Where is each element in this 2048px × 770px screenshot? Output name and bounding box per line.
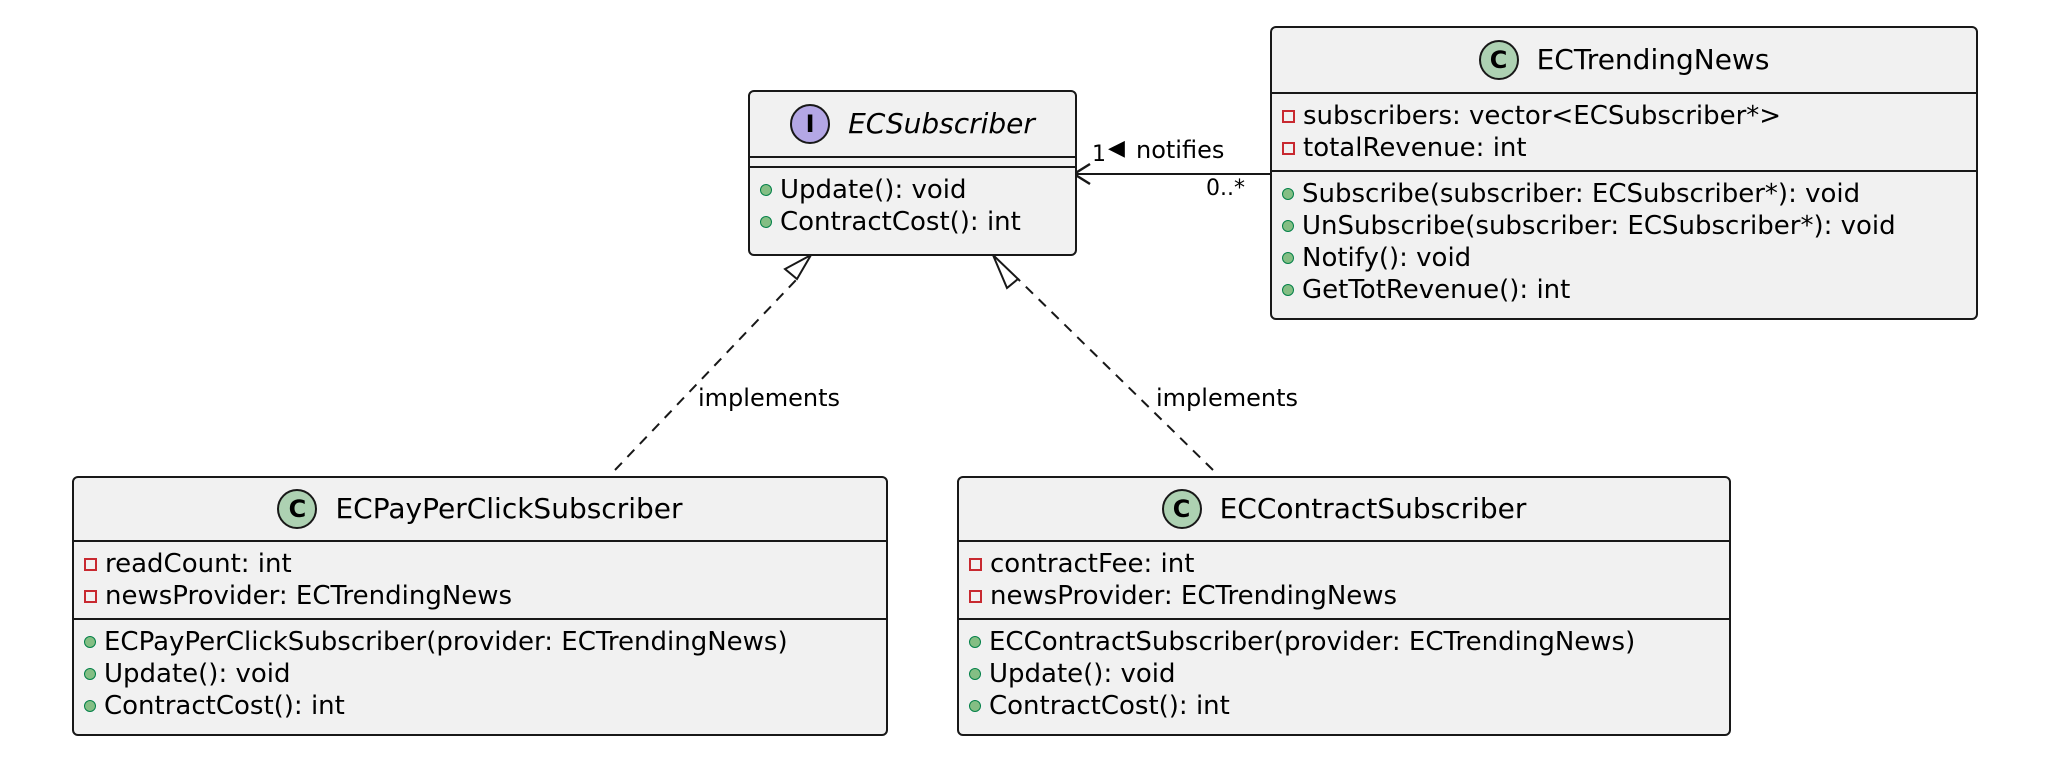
attributes-section (750, 158, 1075, 168)
attribute-text: newsProvider: ECTrendingNews (105, 581, 513, 611)
class-header-ectrendingnews: C ECTrendingNews (1272, 28, 1976, 94)
implements-left-label: implements (698, 384, 840, 412)
attributes-section: subscribers: vector<ECSubscriber*> total… (1272, 94, 1976, 172)
notifies-source-multiplicity: 0..* (1206, 176, 1245, 201)
method-row: ECPayPerClickSubscriber(provider: ECTren… (74, 626, 886, 658)
private-visibility-icon (84, 589, 97, 603)
method-text: ContractCost(): int (780, 207, 1021, 237)
method-text: Notify(): void (1302, 243, 1472, 273)
class-name: ECPayPerClickSubscriber (335, 492, 683, 525)
class-badge-icon: C (1478, 40, 1519, 80)
attributes-section: readCount: int newsProvider: ECTrendingN… (74, 542, 886, 620)
method-row: Subscribe(subscriber: ECSubscriber*): vo… (1272, 178, 1976, 210)
public-visibility-icon (969, 636, 981, 648)
implements-right-label: implements (1156, 384, 1298, 412)
class-header-ecsubscriber: I ECSubscriber (750, 92, 1075, 158)
public-visibility-icon (1282, 220, 1294, 232)
attribute-row: totalRevenue: int (1272, 132, 1976, 164)
method-row: Notify(): void (1272, 242, 1976, 274)
class-header-eccontractsubscriber: C ECContractSubscriber (959, 478, 1729, 542)
public-visibility-icon (1282, 252, 1294, 264)
private-visibility-icon (1282, 141, 1295, 155)
class-box-eccontractsubscriber[interactable]: C ECContractSubscriber contractFee: int … (957, 476, 1731, 736)
attribute-row: subscribers: vector<ECSubscriber*> (1272, 100, 1976, 132)
class-badge-icon: C (277, 489, 318, 529)
attribute-row: readCount: int (74, 548, 886, 580)
methods-section: Update(): void ContractCost(): int (750, 168, 1075, 244)
public-visibility-icon (760, 184, 772, 196)
method-row: Update(): void (959, 658, 1729, 690)
public-visibility-icon (84, 668, 96, 680)
method-text: ContractCost(): int (989, 691, 1230, 721)
implements-right-arrowhead (992, 254, 1020, 290)
private-visibility-icon (1282, 109, 1295, 123)
method-row: Update(): void (74, 658, 886, 690)
public-visibility-icon (969, 700, 981, 712)
public-visibility-icon (760, 216, 772, 228)
public-visibility-icon (1282, 284, 1294, 296)
method-text: ECPayPerClickSubscriber(provider: ECTren… (104, 627, 788, 657)
method-row: ContractCost(): int (74, 690, 886, 722)
class-name: ECSubscriber (848, 107, 1035, 140)
private-visibility-icon (84, 557, 97, 571)
method-text: UnSubscribe(subscriber: ECSubscriber*): … (1302, 211, 1896, 241)
methods-section: ECContractSubscriber(provider: ECTrendin… (959, 620, 1729, 728)
attribute-row: contractFee: int (959, 548, 1729, 580)
method-text: ContractCost(): int (104, 691, 345, 721)
public-visibility-icon (84, 636, 96, 648)
private-visibility-icon (969, 557, 982, 571)
method-text: Update(): void (104, 659, 291, 689)
notifies-label: notifies (1136, 136, 1225, 164)
implements-right-line (1017, 278, 1214, 471)
method-text: Update(): void (780, 175, 967, 205)
interface-badge-icon: I (790, 104, 831, 144)
class-badge-icon: C (1161, 489, 1202, 529)
private-visibility-icon (969, 589, 982, 603)
attribute-row: newsProvider: ECTrendingNews (959, 580, 1729, 612)
attributes-section: contractFee: int newsProvider: ECTrendin… (959, 542, 1729, 620)
attribute-row: newsProvider: ECTrendingNews (74, 580, 886, 612)
method-text: GetTotRevenue(): int (1302, 275, 1571, 305)
attribute-text: readCount: int (105, 549, 292, 579)
public-visibility-icon (84, 700, 96, 712)
method-row: UnSubscribe(subscriber: ECSubscriber*): … (1272, 210, 1976, 242)
attribute-text: contractFee: int (990, 549, 1195, 579)
method-row: GetTotRevenue(): int (1272, 274, 1976, 306)
method-text: Subscribe(subscriber: ECSubscriber*): vo… (1302, 179, 1861, 209)
method-row: ECContractSubscriber(provider: ECTrendin… (959, 626, 1729, 658)
public-visibility-icon (1282, 188, 1294, 200)
implements-left-arrowhead (783, 252, 814, 281)
attribute-text: subscribers: vector<ECSubscriber*> (1303, 101, 1782, 131)
class-name: ECContractSubscriber (1219, 492, 1527, 525)
method-row: ContractCost(): int (750, 206, 1075, 238)
method-text: ECContractSubscriber(provider: ECTrendin… (989, 627, 1636, 657)
notifies-direction-icon: ◀ (1108, 136, 1125, 161)
method-text: Update(): void (989, 659, 1176, 689)
notifies-target-multiplicity: 1 (1092, 142, 1106, 167)
methods-section: Subscribe(subscriber: ECSubscriber*): vo… (1272, 172, 1976, 312)
implements-left-line (614, 278, 798, 471)
class-header-ecpayperclicksubscriber: C ECPayPerClickSubscriber (74, 478, 886, 542)
method-row: Update(): void (750, 174, 1075, 206)
methods-section: ECPayPerClickSubscriber(provider: ECTren… (74, 620, 886, 728)
public-visibility-icon (969, 668, 981, 680)
class-box-ecsubscriber[interactable]: I ECSubscriber Update(): void ContractCo… (748, 90, 1077, 256)
attribute-text: totalRevenue: int (1303, 133, 1527, 163)
class-box-ectrendingnews[interactable]: C ECTrendingNews subscribers: vector<ECS… (1270, 26, 1978, 320)
method-row: ContractCost(): int (959, 690, 1729, 722)
attribute-text: newsProvider: ECTrendingNews (990, 581, 1398, 611)
class-box-ecpayperclicksubscriber[interactable]: C ECPayPerClickSubscriber readCount: int… (72, 476, 888, 736)
class-name: ECTrendingNews (1536, 43, 1770, 76)
